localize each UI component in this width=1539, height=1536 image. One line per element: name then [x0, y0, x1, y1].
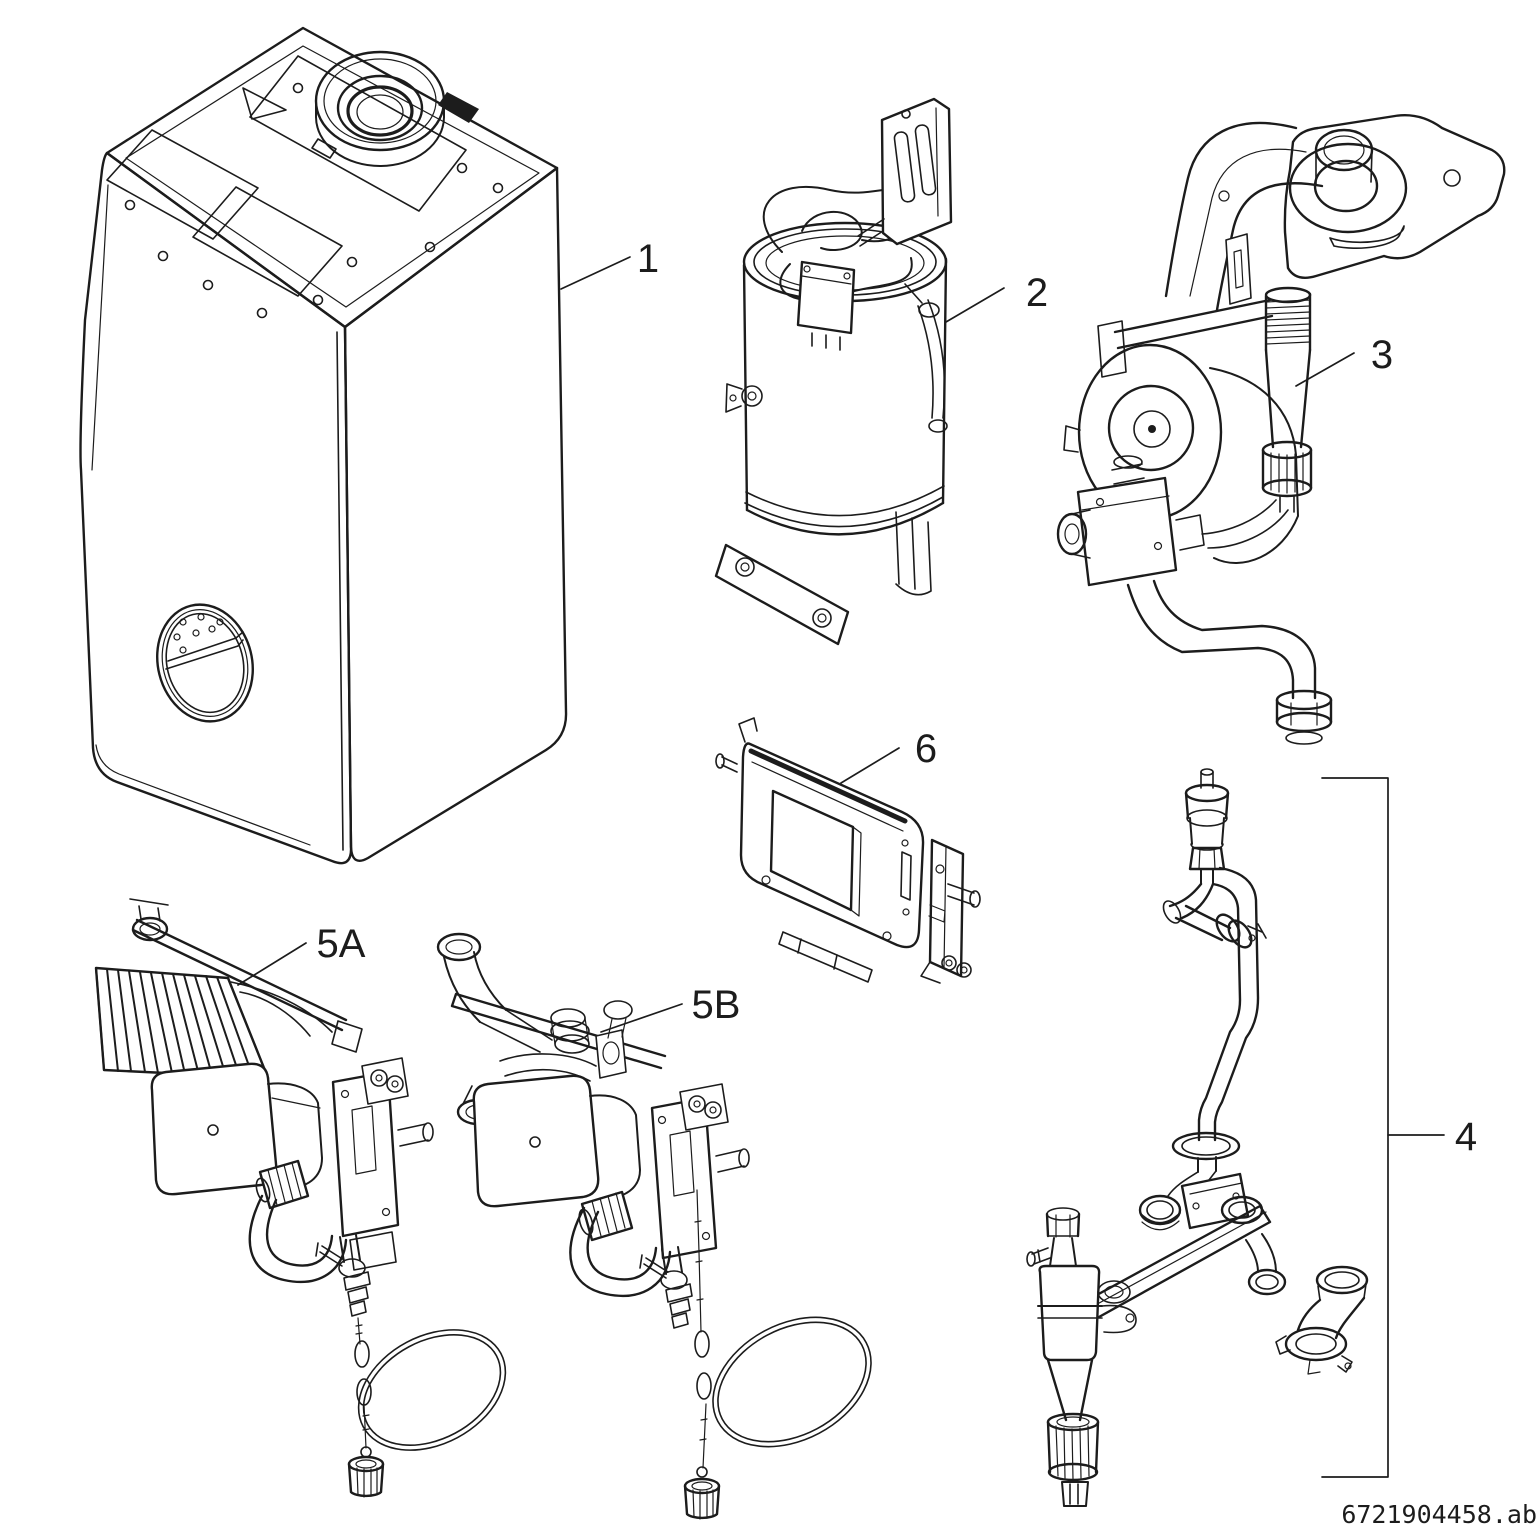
- callout-5b: 5B: [600, 983, 741, 1033]
- part-5b-hydraulic-unit-illustration: [436, 932, 872, 1520]
- part-5a-hydraulic-unit-illustration: [94, 898, 507, 1498]
- callout-6: 6: [840, 727, 937, 784]
- callout-2: 2: [945, 271, 1048, 323]
- callout-1-label: 1: [637, 237, 659, 281]
- document-code: 6721904458.ab: [1341, 1500, 1537, 1529]
- callout-6-label: 6: [915, 727, 937, 771]
- callout-4-label: 4: [1455, 1115, 1477, 1159]
- part-1-boiler-casing-illustration: [79, 26, 568, 865]
- callout-3-leader-line: [1295, 352, 1355, 387]
- part-4-pipe-group-illustration: [1026, 768, 1369, 1507]
- callout-3: 3: [1295, 333, 1393, 387]
- callout-4: 4: [1321, 777, 1477, 1478]
- callout-1: 1: [560, 237, 659, 290]
- callout-5a-label: 5A: [317, 922, 366, 966]
- part-3-fan-gas-assembly-illustration: [1056, 114, 1506, 745]
- callout-2-leader-line: [945, 287, 1005, 323]
- callout-6-leader-line: [840, 747, 900, 784]
- callout-2-label: 2: [1026, 271, 1048, 315]
- callout-5a-leader-line: [237, 942, 307, 986]
- part-2-heat-exchanger-illustration: [714, 97, 953, 646]
- callout-5a: 5A: [237, 922, 366, 986]
- callout-5b-label: 5B: [692, 983, 741, 1027]
- callout-3-label: 3: [1371, 333, 1393, 377]
- callout-4-bracket: [1321, 777, 1389, 1478]
- callout-5b-leader-line: [600, 1003, 683, 1033]
- part-6-control-unit-illustration: [715, 717, 981, 984]
- callout-1-leader-line: [560, 256, 631, 290]
